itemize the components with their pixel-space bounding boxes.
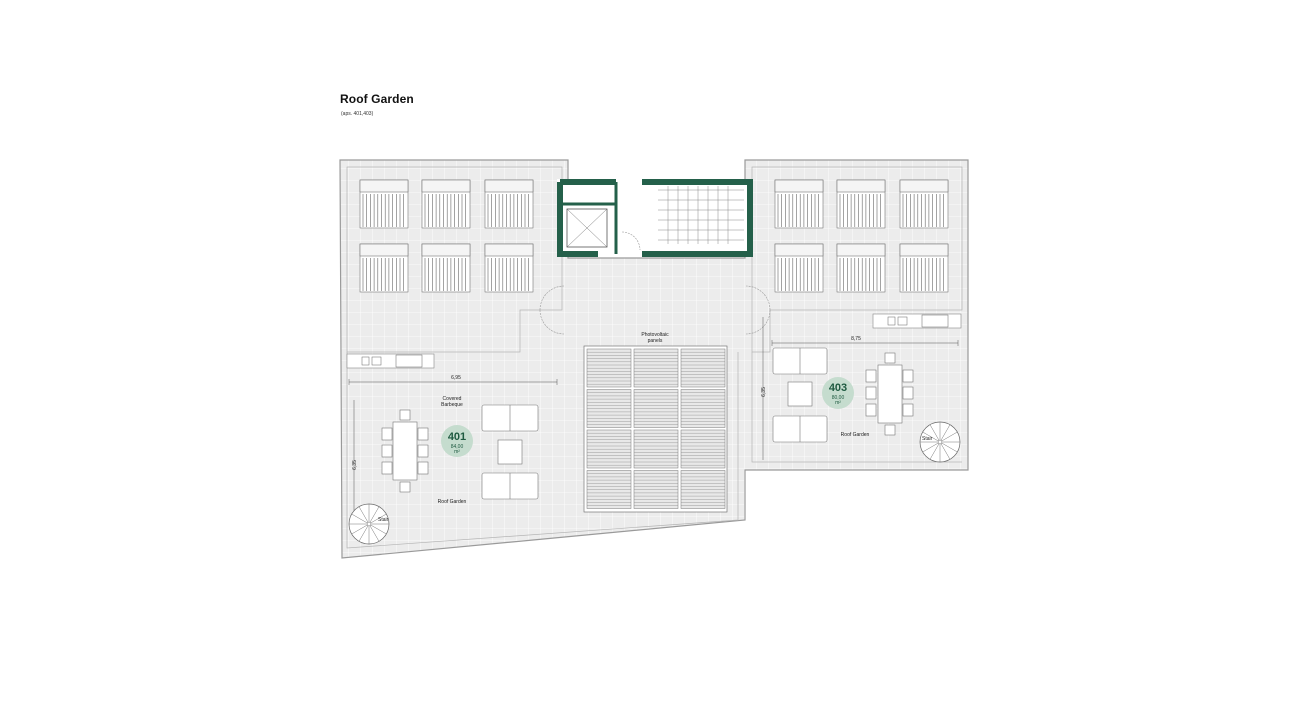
pv-panel — [633, 389, 679, 428]
right-spiral-stair — [919, 421, 961, 463]
left-solar-collector — [484, 243, 534, 293]
left-spiral-stair — [348, 503, 390, 545]
pv-panel — [680, 470, 726, 509]
left-kitchen-counter — [346, 353, 435, 369]
pv-panel — [680, 348, 726, 388]
right-stair-label: Stair — [922, 436, 933, 442]
left-solar-collector — [421, 243, 471, 293]
pv-panel — [680, 429, 726, 469]
svg-text:403: 403 — [829, 382, 847, 394]
right-garden-label: Roof Garden — [841, 432, 870, 438]
pv-panel — [633, 470, 679, 509]
right-solar-collector — [899, 243, 949, 293]
left-lounge-set — [481, 404, 539, 500]
pv-panel — [586, 470, 632, 509]
left-dining-set — [381, 409, 429, 493]
right-dimension-width: 8,75 — [851, 336, 861, 342]
pv-panel — [586, 348, 632, 388]
pv-panel — [680, 389, 726, 428]
dimension-lines — [348, 317, 959, 528]
left-garden-label: Roof Garden — [438, 499, 467, 505]
left-dimension-depth: 6,35 — [352, 460, 358, 470]
left-solar-collector — [484, 179, 534, 229]
left-solar-collector — [421, 179, 471, 229]
left-solar-collector — [359, 243, 409, 293]
right-solar-collector — [774, 243, 824, 293]
pv-panel — [586, 389, 632, 428]
right-lounge-set — [772, 347, 828, 443]
right-solar-collector — [774, 179, 824, 229]
right-solar-collector — [899, 179, 949, 229]
svg-text:401: 401 — [448, 431, 466, 443]
pv-panel — [633, 348, 679, 388]
solar-collectors — [359, 179, 949, 293]
left-solar-collector — [359, 179, 409, 229]
pv-panel — [586, 429, 632, 469]
pv-panel — [633, 429, 679, 469]
photovoltaic-panels — [583, 345, 728, 513]
page-subtitle: (aps. 401,403) — [341, 111, 374, 117]
right-dining-set — [865, 352, 914, 436]
left-stair-label: Stair — [378, 517, 389, 523]
page-title: Roof Garden — [340, 92, 414, 106]
right-solar-collector — [836, 243, 886, 293]
right-kitchen-counter — [872, 313, 962, 329]
right-dimension-depth: 6,35 — [761, 387, 767, 397]
building-core — [557, 179, 753, 257]
right-solar-collector — [836, 179, 886, 229]
left-dimension-width: 6,95 — [451, 375, 461, 381]
